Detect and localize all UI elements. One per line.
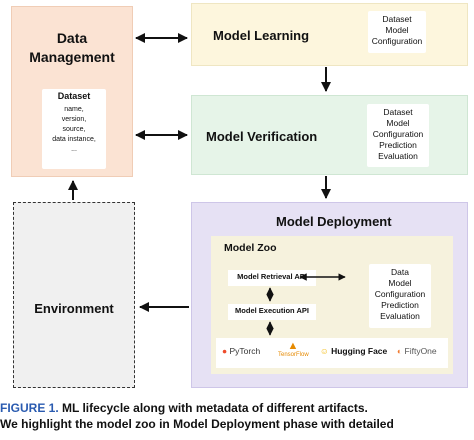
data-management-box: Data Management Dataset name, version, s… [11, 6, 133, 177]
pytorch-icon: ● [222, 346, 228, 356]
metadata-item: Prediction [379, 140, 417, 150]
fiftyone-label: FiftyOne [404, 346, 437, 356]
hugging-face-label: Hugging Face [331, 346, 388, 356]
model-zoo-box: Model Zoo Model Retrieval API Model Exec… [211, 236, 453, 374]
metadata-item: Model [386, 118, 410, 128]
environment-box: Environment [13, 202, 135, 388]
metadata-item: Evaluation [378, 151, 418, 161]
dataset-card: Dataset name, version, source, data inst… [42, 89, 106, 169]
caption-label: FIGURE 1. [0, 401, 59, 415]
metadata-item: Model [385, 25, 409, 35]
metadata-item: Prediction [381, 300, 419, 310]
tensorflow-logo: ▲ TensorFlow [278, 340, 309, 359]
pytorch-label: PyTorch [229, 346, 261, 356]
metadata-item: Configuration [372, 129, 424, 139]
model-execution-api: Model Execution API [228, 304, 316, 320]
model-verification-title: Model Verification [206, 129, 318, 144]
model-deployment-title: Model Deployment [276, 214, 392, 229]
fiftyone-logo: ◐ FiftyOne [397, 346, 437, 356]
caption-line-1: FIGURE 1. ML lifecycle along with metada… [0, 400, 474, 416]
tensorflow-label: TensorFlow [278, 352, 309, 358]
model-deployment-box: Model Deployment Model Zoo Model Retriev… [191, 202, 468, 388]
metadata-item: Dataset [382, 14, 412, 24]
model-verification-box: Model Verification Dataset Model Configu… [191, 95, 468, 175]
metadata-item: Evaluation [380, 311, 420, 321]
hugging-face-icon: ☺ [320, 346, 329, 356]
model-zoo-title: Model Zoo [224, 242, 277, 254]
metadata-item: Model [388, 278, 412, 288]
data-management-title-line2: Management [29, 49, 115, 65]
dataset-item: name, [64, 106, 84, 113]
hugging-face-logo: ☺ Hugging Face [320, 346, 387, 356]
tensorflow-icon: ▲ [287, 340, 299, 352]
caption-line-2: We highlight the model zoo in Model Depl… [0, 417, 394, 431]
model-verification-metadata: Dataset Model Configuration Prediction E… [367, 104, 429, 167]
data-management-title: Data Management [12, 29, 132, 67]
model-retrieval-api: Model Retrieval API [228, 270, 316, 286]
environment-title: Environment [34, 301, 114, 316]
data-management-title-line1: Data [56, 30, 88, 46]
dataset-item: source, [62, 126, 86, 133]
figure-caption: FIGURE 1. ML lifecycle along with metada… [0, 400, 474, 432]
metadata-item: Dataset [383, 107, 413, 117]
framework-logos: ● PyTorch ▲ TensorFlow ☺ Hugging Face ◐ … [216, 338, 448, 368]
caption-text-1: ML lifecycle along with metadata of diff… [62, 401, 368, 415]
fiftyone-icon: ◐ [397, 346, 403, 356]
model-zoo-metadata: Data Model Configuration Prediction Eval… [369, 264, 431, 328]
model-learning-box: Model Learning Dataset Model Configurati… [191, 3, 468, 66]
model-learning-metadata: Dataset Model Configuration [368, 11, 426, 53]
dataset-item: data instance, [52, 136, 96, 143]
pytorch-logo: ● PyTorch [222, 346, 260, 356]
metadata-item: Configuration [374, 289, 426, 299]
dataset-card-title: Dataset [57, 91, 91, 101]
metadata-item: Configuration [371, 36, 423, 46]
dataset-item: version, [61, 116, 87, 123]
model-learning-title: Model Learning [213, 28, 310, 43]
dataset-item: ... [71, 146, 77, 153]
metadata-item: Data [391, 267, 409, 277]
